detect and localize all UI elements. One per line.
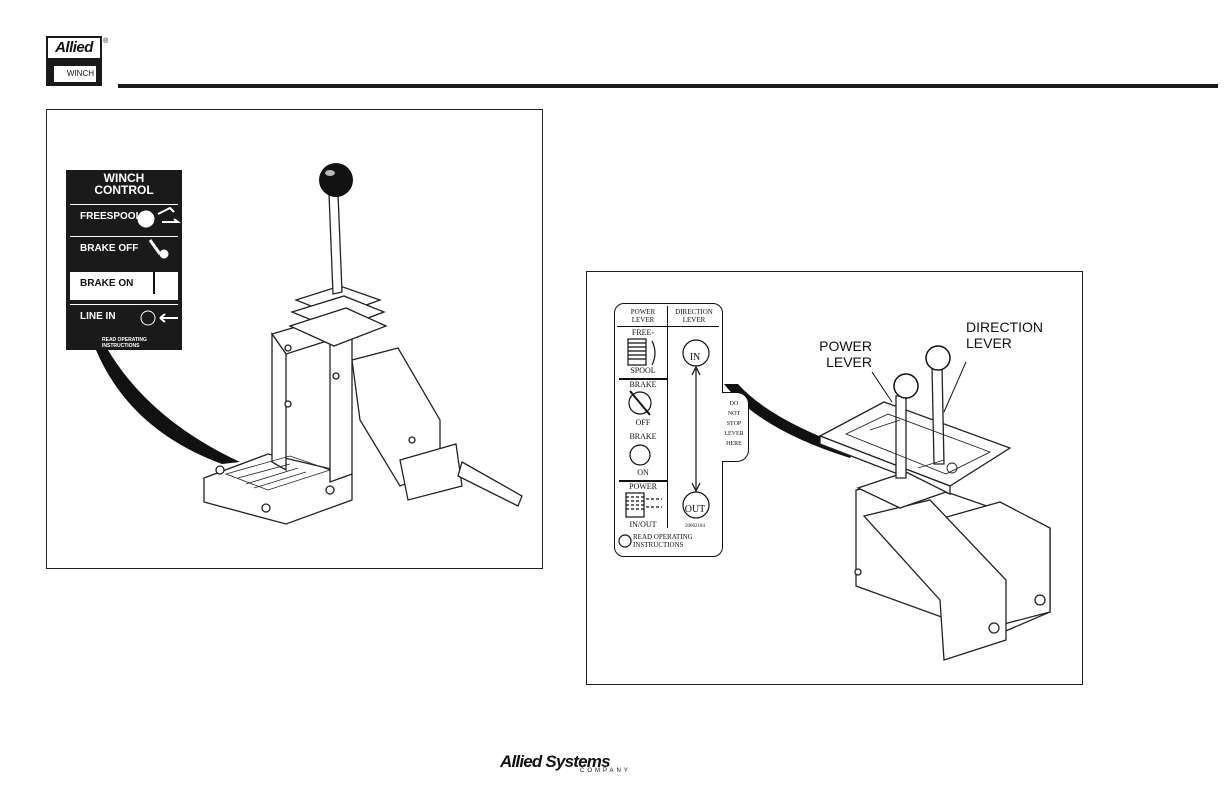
- decal-icons: [138, 208, 178, 325]
- lever-knob: [319, 163, 353, 197]
- bolt: [333, 373, 339, 379]
- lever-decal-graphics: [614, 303, 724, 559]
- footer-company-sub: COMPANY: [580, 768, 631, 774]
- side-note-line: NOT: [720, 409, 748, 419]
- direction-callout-line2: LEVER: [966, 335, 1043, 351]
- knob-highlight: [325, 170, 335, 176]
- freespool-arrow-icon: [158, 208, 178, 222]
- freespool-drum-icon: [138, 211, 154, 227]
- lever-shaft: [329, 194, 342, 294]
- in-out-arrow: [692, 367, 700, 491]
- bolt: [285, 345, 291, 351]
- side-note-line: HERE: [720, 439, 748, 449]
- power-callout-line2: LEVER: [808, 354, 872, 370]
- control-cable: [458, 462, 522, 506]
- bolt: [409, 437, 415, 443]
- bolt: [262, 504, 270, 512]
- drum-coil-lines: [628, 343, 646, 359]
- side-note-line: LEVER: [720, 429, 748, 439]
- bolt: [285, 401, 291, 407]
- side-note-line: STOP: [720, 419, 748, 429]
- bolt: [326, 486, 334, 494]
- direction-callout-line1: DIRECTION: [966, 319, 1043, 335]
- side-note-line: DO: [720, 399, 748, 409]
- direction-lever-callout: DIRECTION LEVER: [966, 319, 1043, 351]
- read-instructions-icon: [619, 535, 631, 547]
- brake-off-knob-icon: [160, 250, 168, 258]
- brake-on-icon: [630, 445, 650, 465]
- bracket-edge: [272, 334, 286, 470]
- power-lever-callout: POWER LEVER: [808, 338, 872, 370]
- bolt: [216, 466, 224, 474]
- out-circle: [683, 492, 709, 518]
- in-circle: [683, 340, 709, 366]
- brake-off-lever-icon: [150, 240, 160, 254]
- line-in-arrow-icon: [160, 314, 178, 322]
- freespool-line-icon: [652, 341, 655, 365]
- power-callout-line1: POWER: [808, 338, 872, 354]
- side-warning-text: DO NOT STOP LEVER HERE: [720, 399, 748, 449]
- line-in-drum-icon: [141, 311, 155, 325]
- decal-leader-curve: [96, 350, 240, 464]
